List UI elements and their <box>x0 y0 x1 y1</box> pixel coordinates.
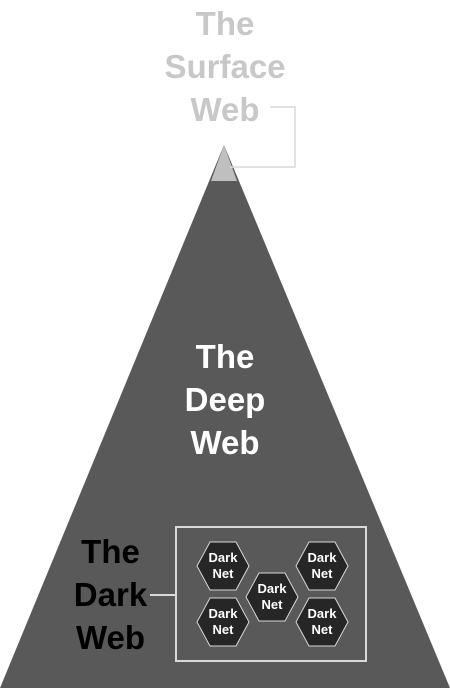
dark-net-label: Dark Net <box>297 550 347 582</box>
deep-web-line1: The <box>195 338 255 375</box>
dark-net-line1: Dark <box>257 581 287 596</box>
dark-net-hexagon <box>295 597 349 647</box>
dark-net-line2: Net <box>212 622 234 637</box>
dark-net-label: Dark Net <box>198 550 248 582</box>
deep-web-line3: Web <box>190 424 260 461</box>
surface-web-line2: Surface <box>164 48 286 85</box>
dark-net-line2: Net <box>261 597 283 612</box>
dark-net-line1: Dark <box>307 550 337 565</box>
dark-net-line1: Dark <box>307 606 337 621</box>
dark-net-line2: Net <box>311 622 333 637</box>
dark-web-line3: Web <box>75 619 146 656</box>
dark-net-label: Dark Net <box>198 606 248 638</box>
dark-net-hexagon <box>196 541 250 591</box>
dark-web-label: The Dark Web <box>58 530 163 659</box>
deep-web-label: The Deep Web <box>150 335 300 464</box>
dark-net-line1: Dark <box>208 550 238 565</box>
surface-web-line1: The <box>195 5 255 42</box>
dark-web-line2: Dark <box>73 576 148 613</box>
dark-net-hexagon <box>196 597 250 647</box>
dark-net-hexagon <box>245 572 299 622</box>
surface-web-label: The Surface Web <box>150 2 300 131</box>
surface-web-tip <box>211 145 237 181</box>
dark-net-line1: Dark <box>208 606 238 621</box>
dark-web-line1: The <box>81 533 140 570</box>
deep-web-line2: Deep <box>184 381 266 418</box>
dark-net-line2: Net <box>212 566 234 581</box>
dark-net-label: Dark Net <box>247 581 297 613</box>
dark-net-line2: Net <box>311 566 333 581</box>
dark-net-hexagon <box>295 541 349 591</box>
dark-net-label: Dark Net <box>297 606 347 638</box>
surface-connector-line <box>230 106 296 168</box>
surface-web-line3: Web <box>190 91 260 128</box>
